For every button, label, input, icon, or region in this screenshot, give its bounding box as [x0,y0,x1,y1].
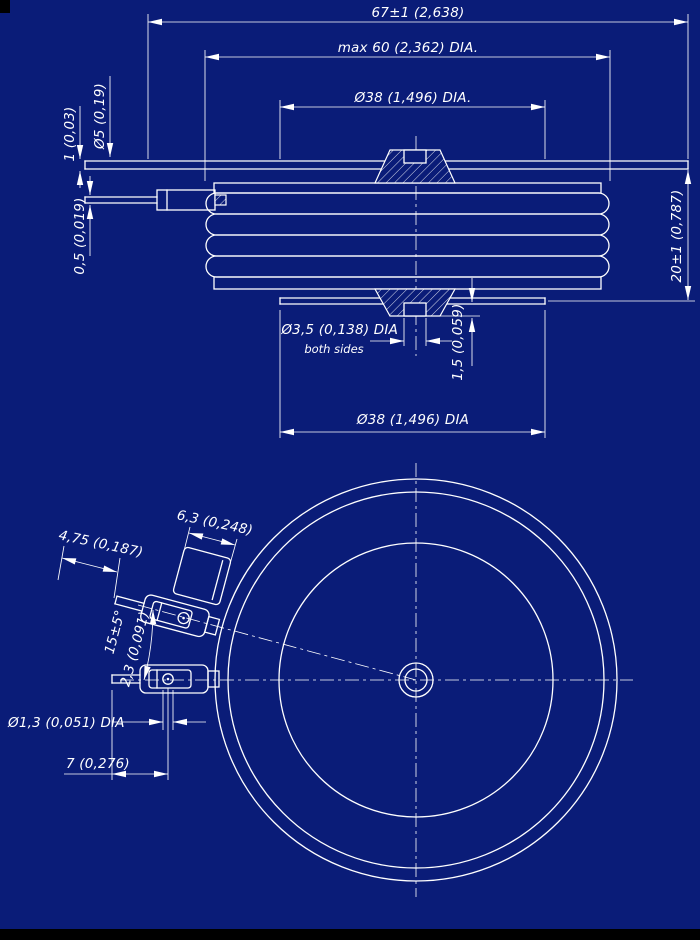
dim-top-contact-diameter: Ø38 (1,496) DIA. [279,90,546,159]
tab-plate-detail-line [211,560,224,601]
dim-tab-length-label: 4,75 (0,187) [57,527,144,561]
terminal-pin [214,194,227,206]
dim-flange-thickness: 1 (0,03) [62,106,84,188]
outer-rim-circle [214,478,618,882]
hub-outer-circle [398,662,434,698]
dim-pin-offset-label: 7 (0,276) [66,756,130,772]
terminal-detail-line [156,602,163,622]
dim-overall-width-label: 67±1 (2,638) [372,5,465,21]
ceramic-rib [205,255,610,278]
ceramic-rib [205,192,610,215]
gate-terminal-horizontal [111,664,220,694]
bottom-pole-piece [373,288,457,317]
scan-artifact-top-left [0,0,10,13]
gate-lead-assembly [84,189,227,211]
lead-top-line [116,595,145,605]
dim-tab-width-label: 6,3 (0,248) [175,507,254,539]
plan-view: 4,75 (0,187) 6,3 (0,248) 15±5° 2,3 (0,09… [7,463,633,897]
ceramic-bottom-plate [213,276,602,290]
extension-line [183,526,191,552]
extension-line [57,545,65,581]
dim-overall-width: 67±1 (2,638) [147,5,689,159]
pin-hole-center [166,677,170,681]
dim-max-diameter-label: max 60 (2,362) DIA. [338,40,479,56]
top-boss [374,149,456,184]
lead-end-cap [114,595,118,605]
top-gate-recess [403,149,427,164]
ceramic-top-plate [213,182,602,194]
dim-bottom-contact-diameter: Ø38 (1,496) DIA [279,310,546,438]
dim-recess-depth: 1,5 (0,059) [440,278,480,381]
dim-pin-hole-diameter-label: Ø1,3 (0,051) DIA [7,715,125,731]
pin-hole [177,611,190,625]
extension-line [113,557,121,599]
flange-circle [278,542,554,818]
gate-terminal-angled [114,594,221,638]
hub-inner-circle [404,668,428,692]
pin-hole [162,673,174,685]
dimension-line [188,532,236,546]
scan-artifact-bottom-strip [0,929,700,940]
dim-tab-width: 6,3 (0,248) [175,507,254,565]
dim-recess-depth-label: 1,5 (0,059) [450,303,466,380]
terminal-inner [148,669,192,689]
terminal-pin [203,615,221,636]
dim-device-height: 20±1 (0,787) [548,170,695,302]
terminal-body [139,664,209,694]
dim-lead-diameter-label: Ø5 (0,19) [92,83,108,150]
dim-top-contact-diameter-label: Ø38 (1,496) DIA. [354,90,472,106]
section-view: 67±1 (2,638) max 60 (2,362) DIA. Ø38 (1,… [62,5,695,438]
dim-lead-angle-label: 15±5° [102,608,129,655]
dim-device-height-label: 20±1 (0,787) [669,190,685,283]
dimension-line [61,557,118,573]
dim-bottom-contact-diameter-label: Ø38 (1,496) DIA [356,412,469,428]
ceramic-housing [205,182,610,290]
dim-gate-hole-diameter-label: Ø3,5 (0,138) DIA [280,322,398,338]
ceramic-rib [205,213,610,236]
ceramic-edge-circle [227,491,605,869]
dim-pin-offset: 7 (0,276) [64,688,169,780]
gate-hole-note-label: both sides [304,342,363,356]
gate-axis-centerline [137,604,417,681]
pin-hole-center [182,616,185,620]
tab-plate-outline [172,546,232,606]
dim-max-diameter: max 60 (2,362) DIA. [204,40,611,181]
ceramic-rib [205,234,610,257]
dim-lead-thickness: 0,5 (0,019) [72,176,94,275]
terminal-inner [149,600,193,629]
dim-tab-length: 4,75 (0,187) [57,527,145,599]
lead-bottom-line [114,603,143,612]
gate-tab-plate [172,546,232,606]
dim-lead-thickness-label: 0,5 (0,019) [72,197,88,274]
dim-gate-hole-diameter: Ø3,5 (0,138) DIA both sides [280,318,452,356]
dim-lead-diameter: Ø5 (0,19) [92,76,114,157]
bottom-gate-recess [403,302,427,317]
dim-pin-hole-diameter: Ø1,3 (0,051) DIA [7,690,206,731]
dim-flange-thickness-label: 1 (0,03) [62,106,78,161]
angle-dimension-arc [143,609,157,681]
terminal-pin [207,670,220,688]
top-pole-piece [374,149,456,184]
extension-line [229,538,238,565]
